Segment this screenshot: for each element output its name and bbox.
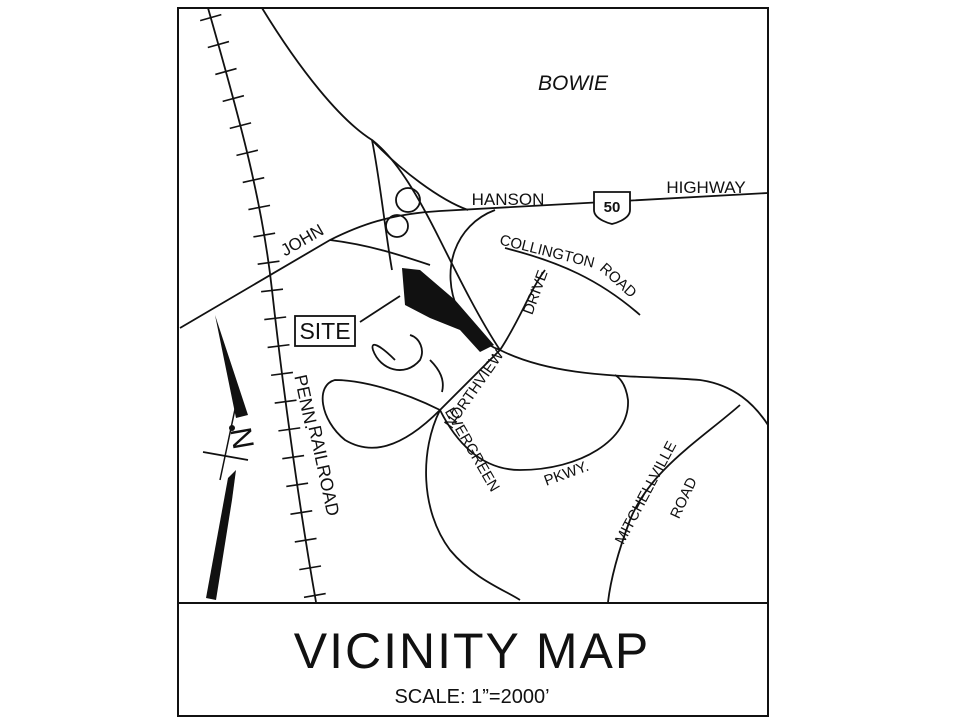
railroad-tie	[294, 537, 317, 543]
railroad-tie	[274, 399, 297, 404]
interchange-ramp-west	[371, 139, 393, 271]
railroad-tie	[248, 204, 271, 211]
local-spur	[429, 359, 444, 393]
road-label-hanson: HANSON	[472, 190, 545, 209]
northview-drive	[439, 349, 501, 411]
map-title: VICINITY MAP	[294, 623, 650, 679]
road-label-mitchellville: MITCHELLVILLE	[612, 439, 681, 548]
railroad-tie	[290, 510, 313, 515]
mitchellville-road	[607, 404, 741, 603]
railroad-tie	[303, 592, 326, 599]
john-hanson-highway	[179, 192, 769, 329]
road-label-drive: DRIVE	[520, 268, 552, 317]
road-label-mitchellville-road: ROAD	[667, 475, 701, 522]
cloverleaf-loop-north	[395, 187, 421, 213]
railroad-tie	[222, 94, 245, 103]
railroad-tie	[286, 482, 309, 488]
railroad-tie	[278, 427, 301, 432]
road-label-highway: HIGHWAY	[666, 178, 745, 197]
interchange-ramp-south	[329, 239, 431, 266]
interchange-ramp-east	[371, 139, 469, 211]
map-frame	[177, 7, 769, 717]
cloverleaf-loop-south	[385, 214, 409, 238]
evergreen-west-branch	[425, 409, 521, 601]
evergreen-parkway	[439, 374, 629, 471]
railroad-tie	[229, 122, 252, 130]
map-scale: SCALE: 1”=2000’	[394, 686, 549, 708]
north-label: N	[223, 425, 259, 452]
railroad-tie	[236, 149, 259, 157]
railroad-tie	[299, 565, 322, 571]
road-label-pkwy: PKWY.	[542, 458, 591, 490]
railroad-ties	[199, 13, 326, 599]
place-label-bowie: BOWIE	[538, 72, 609, 95]
site-label-box	[294, 315, 356, 347]
local-loop-street	[321, 379, 441, 449]
site-parcel	[402, 268, 494, 352]
site-label: SITE	[299, 318, 350, 344]
collington-road	[504, 247, 641, 316]
railroad-tie	[207, 40, 230, 49]
diagonal-highway	[261, 7, 501, 351]
road-label-railroad: RAILROAD	[305, 424, 344, 518]
railroad-tie	[282, 454, 305, 460]
railroad-tie	[264, 316, 287, 321]
railroad-tie	[261, 288, 284, 293]
road-label-penn: PENN.	[290, 373, 321, 431]
local-cul-de-sac	[371, 334, 423, 371]
route-number: 50	[604, 199, 621, 216]
railroad-tie	[267, 343, 290, 349]
road-label-john: JOHN	[277, 220, 327, 260]
north-arrow-icon: N	[202, 315, 259, 600]
road-label-evergreen: EVERGREEN	[441, 405, 503, 495]
northview-curve	[499, 349, 769, 426]
collington-drive	[499, 269, 546, 351]
route-50-shield: 50	[593, 191, 631, 225]
site-leader-line	[359, 295, 401, 323]
railroad-tie	[199, 13, 222, 22]
railroad-tie	[257, 260, 280, 265]
railroad-tie	[215, 67, 237, 76]
road-label-collington: COLLINGTON	[498, 232, 596, 272]
railroad-tie	[242, 176, 265, 184]
railroad-tie	[253, 232, 276, 238]
railroad-tie	[270, 371, 294, 377]
road-label-collington-road: ROAD	[596, 260, 640, 302]
